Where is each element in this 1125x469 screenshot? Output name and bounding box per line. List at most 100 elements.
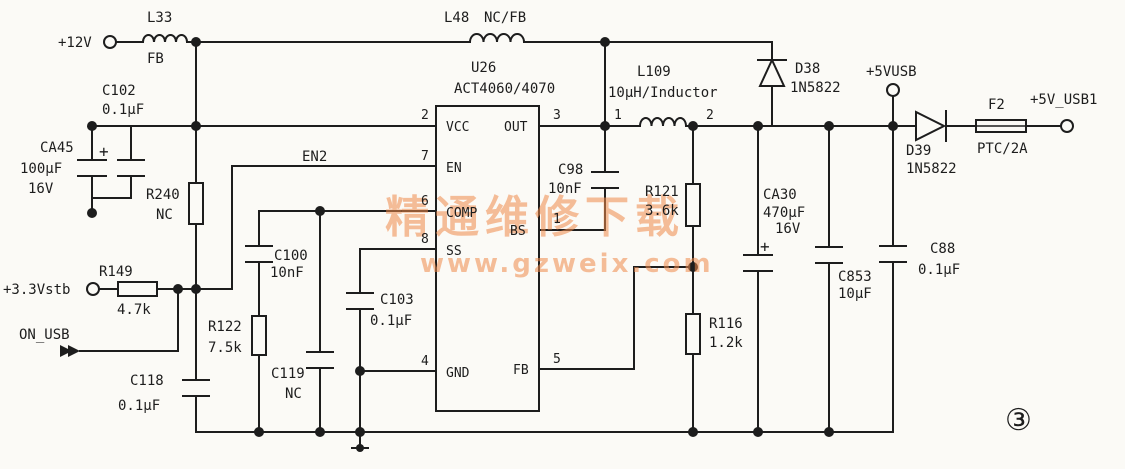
- capacitor-c100: [245, 245, 273, 263]
- capacitor-c102: [117, 159, 145, 177]
- l109-pin2: 2: [706, 108, 714, 123]
- pin-en-num: 7: [421, 149, 429, 164]
- resistor-r240: [188, 182, 204, 225]
- ic-ref: U26: [471, 60, 496, 76]
- l109-ref: L109: [637, 64, 671, 80]
- terminal-plus3v3stb: [86, 282, 100, 296]
- l109-pin1: 1: [614, 108, 622, 123]
- watermark-line2: www.gzweix.com: [420, 249, 714, 279]
- capacitor-c103: [346, 292, 374, 310]
- c119-ref: C119: [271, 366, 305, 382]
- on-usb-arrow-icon: [60, 345, 80, 357]
- f2-ref: F2: [988, 97, 1005, 113]
- net-on-usb: ON_USB: [19, 327, 70, 343]
- inductor-l109: [638, 117, 688, 128]
- c118-value: 0.1μF: [118, 398, 160, 414]
- c98-value: 10nF: [548, 181, 582, 197]
- d38-ref: D38: [795, 61, 820, 77]
- c100-ref: C100: [274, 248, 308, 264]
- r121-ref: R121: [645, 184, 679, 200]
- c100-value: 10nF: [270, 265, 304, 281]
- r121-value: 3.6k: [645, 203, 679, 219]
- terminal-plus5vusb: [886, 83, 900, 97]
- pin-vcc-num: 2: [421, 108, 429, 123]
- l33-ref: L33: [147, 10, 172, 26]
- resistor-r121: [685, 183, 701, 227]
- ca30-value: 470μF: [763, 205, 805, 221]
- ca45-voltage: 16V: [28, 181, 54, 197]
- c853-value: 10μF: [838, 286, 872, 302]
- resistor-r122: [251, 315, 267, 356]
- c88-ref: C88: [930, 241, 955, 257]
- pin-fb-num: 5: [553, 352, 561, 367]
- c88-value: 0.1μF: [918, 262, 960, 278]
- pin-comp: COMP: [446, 206, 477, 221]
- inductor-l48: [468, 33, 526, 44]
- c98-ref: C98: [558, 162, 583, 178]
- pin-out-num: 3: [553, 108, 561, 123]
- d39-ref: D39: [906, 143, 931, 159]
- net-plus12v: +12V: [58, 35, 92, 51]
- resistor-r116: [685, 313, 701, 355]
- capacitor-ca30: +: [743, 237, 773, 272]
- pin-out: OUT: [504, 120, 528, 135]
- r149-ref: R149: [99, 264, 133, 280]
- diode-d39: [915, 110, 947, 142]
- r240-value: NC: [156, 207, 173, 223]
- fuse-f2: [975, 119, 1027, 133]
- r122-value: 7.5k: [208, 340, 242, 356]
- ic-part: ACT4060/4070: [454, 81, 555, 97]
- l48-ref: L48: [444, 10, 469, 26]
- wires: [79, 41, 1062, 449]
- pin-en: EN: [446, 161, 462, 176]
- pin-vcc: VCC: [446, 120, 469, 135]
- d39-value: 1N5822: [906, 161, 957, 177]
- terminal-plus5v-usb1: [1060, 119, 1074, 133]
- c103-ref: C103: [380, 292, 414, 308]
- c119-value: NC: [285, 386, 302, 402]
- pin-gnd-num: 4: [421, 354, 429, 369]
- ca45-value: 100μF: [20, 161, 62, 177]
- net-en2: EN2: [302, 149, 327, 165]
- svg-text:+: +: [760, 237, 770, 256]
- capacitor-c88: [879, 245, 907, 263]
- r240-ref: R240: [146, 187, 180, 203]
- c118-ref: C118: [130, 373, 164, 389]
- terminal-plus12v: [103, 35, 117, 49]
- figure-number: ③: [1005, 403, 1032, 438]
- net-plus3v3stb: +3.3Vstb: [3, 282, 70, 298]
- ca45-ref: CA45: [40, 140, 74, 156]
- ic-u26-body: [435, 105, 540, 412]
- c853-ref: C853: [838, 269, 872, 285]
- svg-text:+: +: [99, 142, 109, 161]
- r149-value: 4.7k: [117, 302, 151, 318]
- pin-gnd: GND: [446, 366, 470, 381]
- net-plus5v-usb1: +5V_USB1: [1030, 92, 1097, 108]
- r116-ref: R116: [709, 316, 743, 332]
- capacitor-ca45: +: [77, 142, 109, 177]
- capacitor-c118: [182, 379, 210, 397]
- pin-bs-num: 1: [553, 212, 561, 227]
- d38-value: 1N5822: [790, 80, 841, 96]
- c102-value: 0.1μF: [102, 102, 144, 118]
- l48-value: NC/FB: [484, 10, 526, 26]
- capacitor-c119: [306, 351, 334, 369]
- pin-fb: FB: [513, 363, 529, 378]
- c102-ref: C102: [102, 83, 136, 99]
- resistor-r149: [117, 281, 158, 297]
- c103-value: 0.1μF: [370, 313, 412, 329]
- l109-value: 10μH/Inductor: [608, 85, 718, 101]
- l33-value: FB: [147, 51, 164, 67]
- net-plus5vusb: +5VUSB: [866, 64, 917, 80]
- pin-bs: BS: [510, 224, 526, 239]
- capacitor-c853: [815, 246, 843, 264]
- watermark-line1: 精通维修下载: [385, 192, 685, 243]
- pin-comp-num: 6: [421, 194, 429, 209]
- capacitor-c98: [591, 171, 619, 189]
- r116-value: 1.2k: [709, 335, 743, 351]
- r122-ref: R122: [208, 319, 242, 335]
- diode-d38: [757, 57, 787, 109]
- junction-dots: [87, 37, 898, 452]
